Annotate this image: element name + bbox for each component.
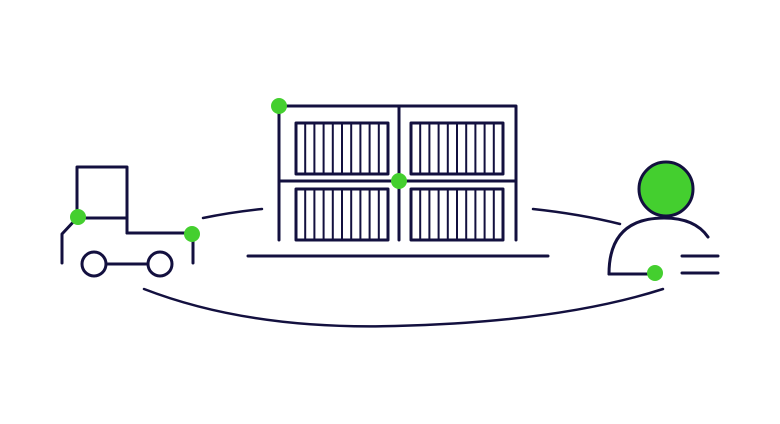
containers xyxy=(294,121,505,242)
connection-arcs xyxy=(142,207,665,328)
person-body xyxy=(607,216,710,276)
arc-forklift-to-rack xyxy=(201,207,264,220)
connection-dots xyxy=(70,98,663,281)
connection-dot-icon xyxy=(70,209,86,225)
connection-dot-icon xyxy=(184,226,200,242)
forklift-wheel-left xyxy=(80,250,108,278)
connection-dot-icon xyxy=(391,173,407,189)
arc-bottom xyxy=(142,287,665,328)
forklift-wheel-right xyxy=(146,250,174,278)
forklift-body xyxy=(60,216,195,265)
person-icon xyxy=(607,160,720,276)
connection-dot-icon xyxy=(647,265,663,281)
connection-dot-icon xyxy=(271,98,287,114)
person-head xyxy=(637,160,695,218)
arc-rack-to-person xyxy=(531,207,622,226)
forklift-cab xyxy=(75,165,129,235)
shipping-container-rack-icon xyxy=(246,104,550,258)
